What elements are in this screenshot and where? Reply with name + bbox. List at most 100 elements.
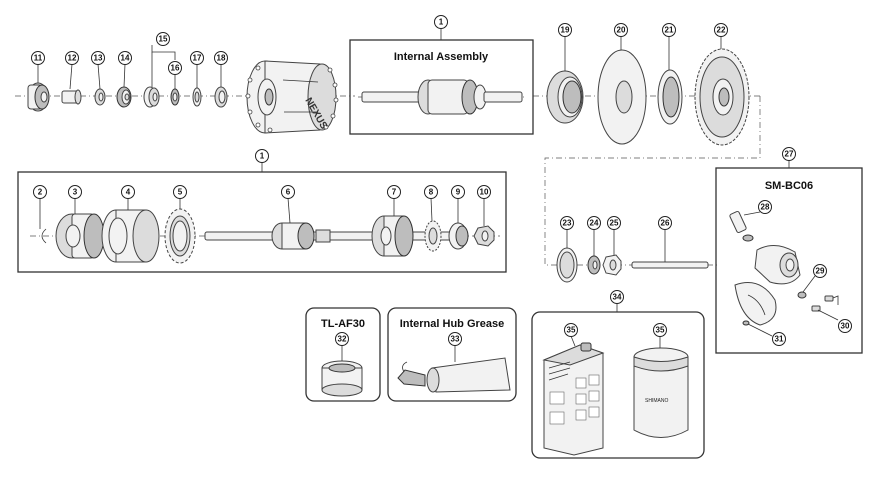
callout-1-middle: 1 bbox=[255, 149, 269, 163]
svg-text:15: 15 bbox=[159, 35, 168, 44]
callout-13: 13 bbox=[91, 51, 105, 65]
svg-text:25: 25 bbox=[610, 219, 619, 228]
callout-32: 32 bbox=[335, 332, 349, 346]
part-13-washer bbox=[94, 88, 106, 106]
part-10-nut bbox=[473, 225, 495, 247]
part-3-driver bbox=[55, 213, 105, 259]
svg-text:9: 9 bbox=[456, 188, 461, 197]
callout-23: 23 bbox=[560, 216, 574, 230]
svg-text:21: 21 bbox=[665, 26, 674, 35]
callout-30: 30 bbox=[838, 319, 852, 333]
svg-text:34: 34 bbox=[613, 293, 622, 302]
part-12-sleeve bbox=[61, 89, 82, 105]
svg-text:13: 13 bbox=[94, 54, 103, 63]
callout-24: 24 bbox=[587, 216, 601, 230]
tl-af30-box: TL-AF30 bbox=[305, 307, 381, 402]
part-20-dust-cover bbox=[597, 49, 647, 145]
callout-7: 7 bbox=[387, 185, 401, 199]
svg-text:29: 29 bbox=[816, 267, 825, 276]
internal-assembly-title: Internal Assembly bbox=[394, 51, 489, 63]
svg-text:33: 33 bbox=[451, 335, 460, 344]
svg-text:22: 22 bbox=[717, 26, 726, 35]
callout-11: 11 bbox=[31, 51, 45, 65]
callout-6: 6 bbox=[281, 185, 295, 199]
callout-1-top: 1 bbox=[434, 15, 448, 29]
part-8-ring bbox=[424, 220, 442, 252]
svg-text:24: 24 bbox=[590, 219, 599, 228]
svg-text:27: 27 bbox=[785, 150, 794, 159]
part-21-spacer bbox=[657, 69, 683, 125]
svg-text:12: 12 bbox=[68, 54, 77, 63]
part-22-sprocket bbox=[694, 48, 750, 146]
callout-5: 5 bbox=[173, 185, 187, 199]
callout-22: 22 bbox=[714, 23, 728, 37]
part-6-axle bbox=[204, 222, 461, 250]
part-23-washer bbox=[556, 247, 578, 283]
callout-33: 33 bbox=[448, 332, 462, 346]
internal-hub-grease-box: Internal Hub Grease bbox=[387, 307, 517, 402]
svg-text:30: 30 bbox=[841, 322, 850, 331]
svg-text:8: 8 bbox=[429, 188, 434, 197]
tub-brand-label: SHIMANO bbox=[645, 398, 668, 404]
svg-text:11: 11 bbox=[34, 54, 43, 63]
svg-text:5: 5 bbox=[178, 188, 183, 197]
callout-15: 15 bbox=[156, 32, 170, 46]
grease-title: Internal Hub Grease bbox=[400, 318, 505, 330]
svg-text:28: 28 bbox=[761, 203, 770, 212]
svg-text:35: 35 bbox=[656, 326, 665, 335]
callout-29: 29 bbox=[813, 264, 827, 278]
callout-4: 4 bbox=[121, 185, 135, 199]
svg-text:17: 17 bbox=[193, 54, 202, 63]
callout-35-can: 35 bbox=[564, 323, 578, 337]
svg-text:23: 23 bbox=[563, 219, 572, 228]
svg-text:6: 6 bbox=[286, 188, 291, 197]
callout-17: 17 bbox=[190, 51, 204, 65]
tl-af30-title: TL-AF30 bbox=[321, 318, 365, 330]
callout-10: 10 bbox=[477, 185, 491, 199]
grease-kit-box-34: SHIMANO bbox=[531, 304, 705, 459]
svg-text:18: 18 bbox=[217, 54, 226, 63]
part-25-nut bbox=[602, 254, 622, 276]
svg-text:1: 1 bbox=[439, 18, 444, 27]
sm-bc06-title: SM-BC06 bbox=[765, 180, 813, 192]
callout-14: 14 bbox=[118, 51, 132, 65]
leader-lines bbox=[37, 36, 839, 362]
svg-text:35: 35 bbox=[567, 326, 576, 335]
callout-19: 19 bbox=[558, 23, 572, 37]
callout-18: 18 bbox=[214, 51, 228, 65]
part-15-cone bbox=[143, 86, 160, 108]
part-11-cone-nut bbox=[27, 82, 50, 112]
callout-20: 20 bbox=[614, 23, 628, 37]
callout-16: 16 bbox=[168, 61, 182, 75]
callout-2: 2 bbox=[33, 185, 47, 199]
callout-26: 26 bbox=[658, 216, 672, 230]
part-2-clip bbox=[41, 228, 47, 244]
svg-text:3: 3 bbox=[73, 188, 78, 197]
callout-21: 21 bbox=[662, 23, 676, 37]
callout-31: 31 bbox=[772, 332, 786, 346]
part-24-lock-washer bbox=[587, 255, 601, 275]
internal-assembly-box: Internal Assembly bbox=[349, 29, 534, 135]
svg-text:16: 16 bbox=[171, 64, 180, 73]
part-4-ring-gear bbox=[101, 209, 160, 263]
svg-text:10: 10 bbox=[480, 188, 489, 197]
hub-shell: NEXUS bbox=[245, 60, 339, 134]
callout-35-tub: 35 bbox=[653, 323, 667, 337]
callout-34: 34 bbox=[610, 290, 624, 304]
part-5-pawl-ring bbox=[164, 208, 196, 264]
svg-text:26: 26 bbox=[661, 219, 670, 228]
svg-text:1: 1 bbox=[260, 152, 265, 161]
svg-text:19: 19 bbox=[561, 26, 570, 35]
callout-25: 25 bbox=[607, 216, 621, 230]
svg-text:4: 4 bbox=[126, 188, 131, 197]
callout-28: 28 bbox=[758, 200, 772, 214]
part-14-dust-cap bbox=[116, 86, 132, 108]
part-16-ring bbox=[170, 88, 180, 106]
part-7-carrier bbox=[371, 215, 414, 257]
part-17-washer bbox=[192, 87, 202, 107]
callout-8: 8 bbox=[424, 185, 438, 199]
callout-27: 27 bbox=[782, 147, 796, 161]
callout-12: 12 bbox=[65, 51, 79, 65]
part-18-bearing bbox=[214, 86, 228, 108]
